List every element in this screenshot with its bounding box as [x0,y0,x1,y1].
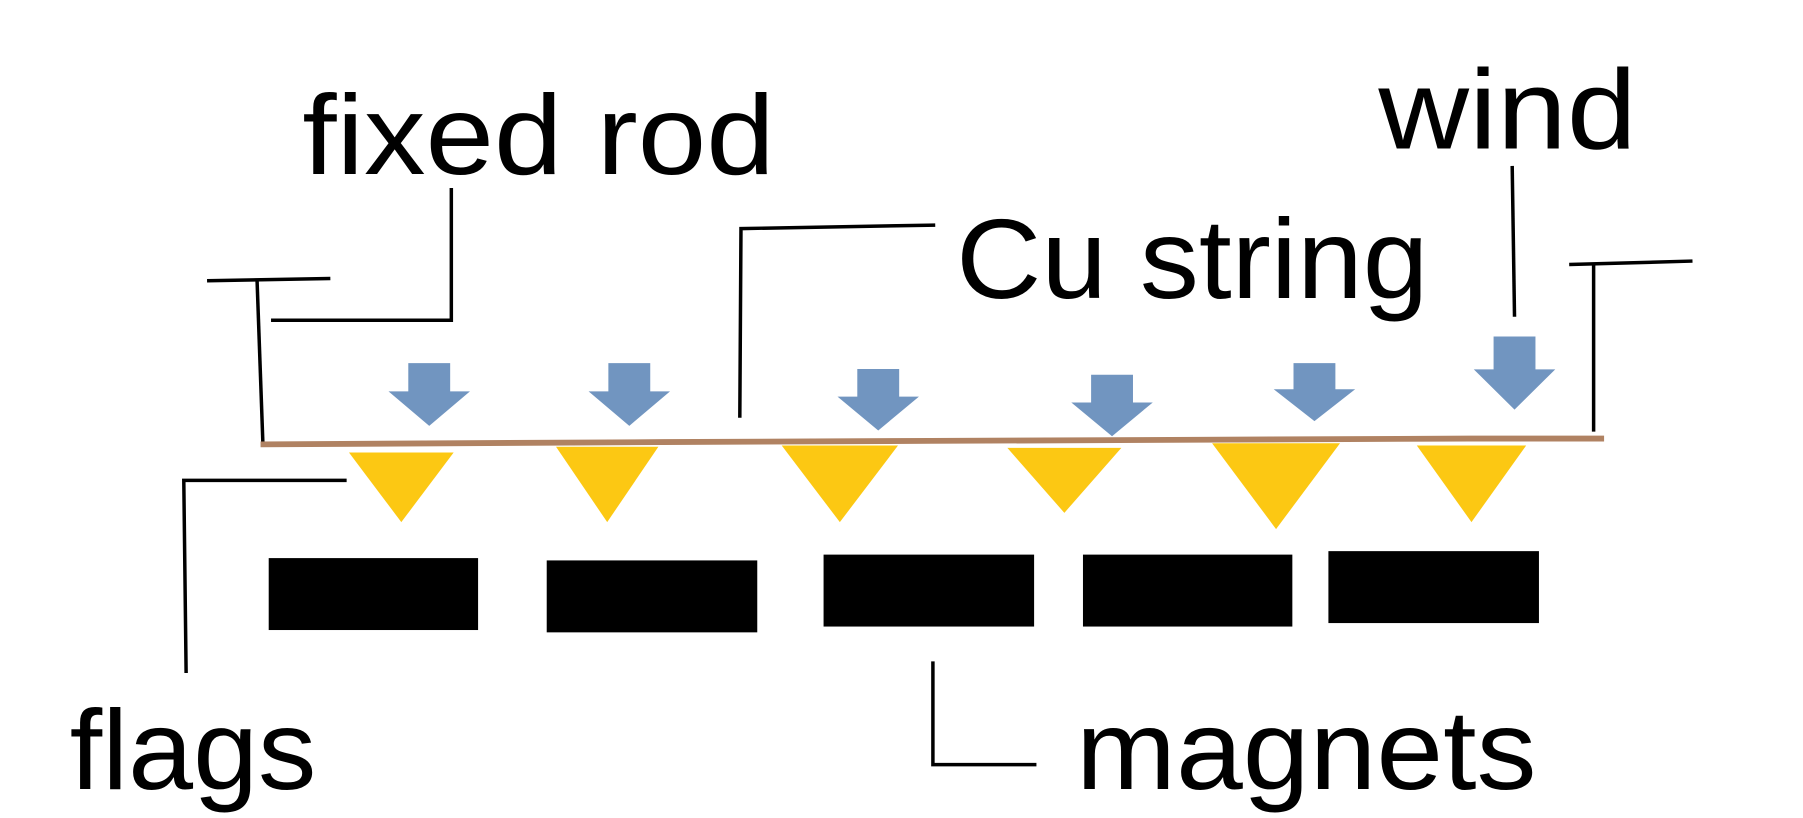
label-flags: flags [70,687,317,814]
wind-arrow-icon [1071,374,1153,437]
flag [781,445,899,523]
flags [348,443,1527,530]
leader-flags [182,478,347,673]
fixed-rod-left [207,276,331,444]
wind-arrow-icon [837,368,919,431]
magnet [1328,551,1539,624]
flag [1416,445,1527,523]
wind-arrows [388,336,1556,437]
label-cu-string: Cu string [956,196,1428,323]
magnet [1082,554,1293,627]
wind-arrow-icon [1473,336,1556,410]
flag [348,452,454,523]
label-wind: wind [1377,47,1636,174]
label-fixed-rod: fixed rod [302,72,774,199]
magnet [268,558,479,631]
wind-arrow-icon [1273,363,1356,422]
magnets [268,551,1539,633]
flag [1007,447,1122,513]
magnet [823,554,1035,627]
magnet [546,560,758,633]
label-magnets: magnets [1076,687,1537,814]
wind-arrow-icon [588,363,671,426]
leader-wind [1510,165,1517,317]
cu-string [260,435,1605,448]
fixed-rod-right [1569,259,1693,432]
flag [556,446,659,523]
wind-arrow-icon [388,363,470,426]
flag [1212,443,1341,530]
leader-fixed-rod [271,187,454,322]
leader-magnets [931,661,1037,767]
leader-cu-string [738,223,936,418]
